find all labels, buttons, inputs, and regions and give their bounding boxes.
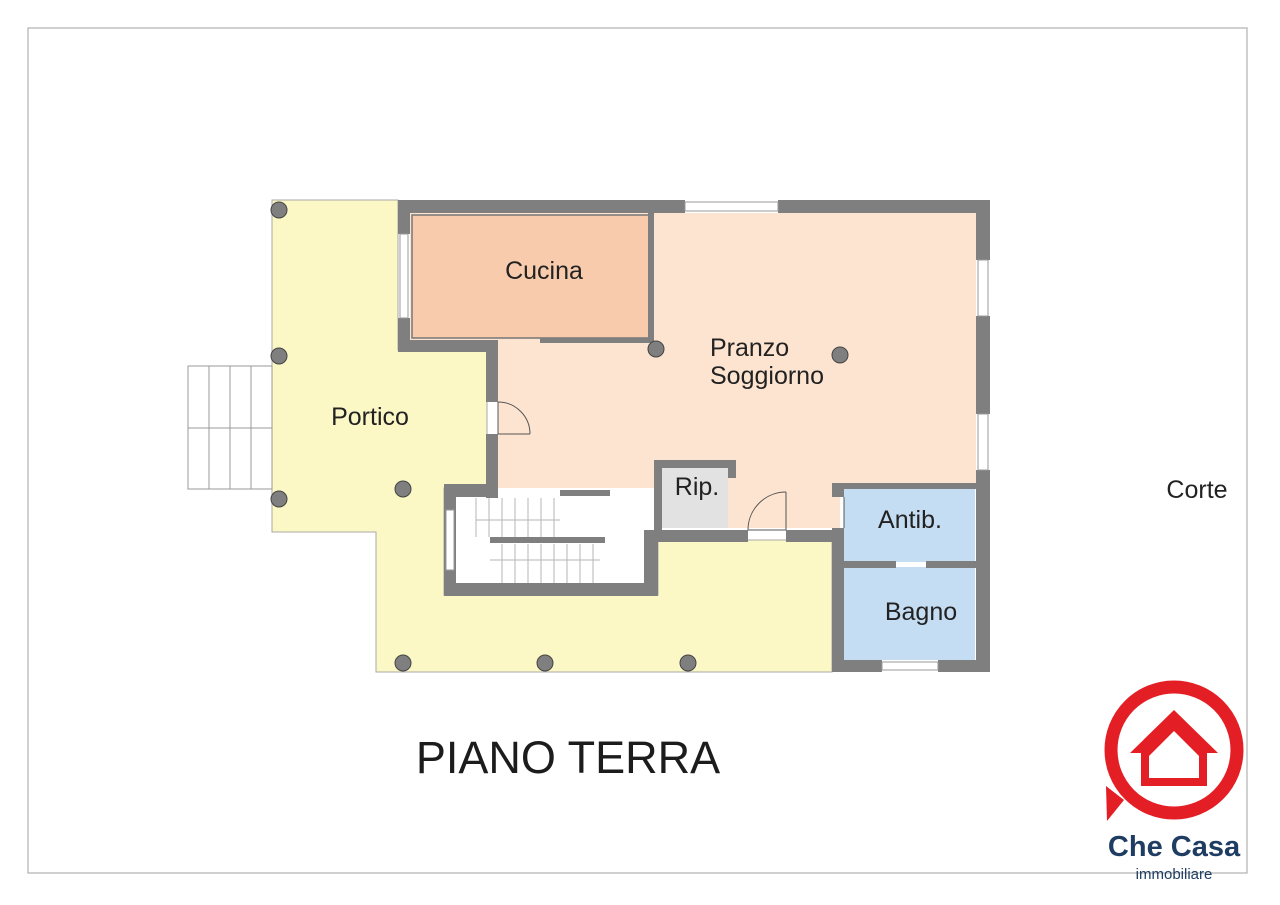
label-cucina: Cucina: [505, 257, 583, 285]
column: [270, 201, 288, 219]
label-portico: Portico: [331, 403, 409, 431]
che-casa-logo: Che Casa immobiliare: [1104, 680, 1244, 883]
logo-speech-tail: [1106, 786, 1124, 821]
column: [679, 654, 697, 672]
column: [394, 654, 412, 672]
floor-title: PIANO TERRA: [416, 732, 720, 783]
interior-stairs: [475, 498, 600, 583]
column: [647, 340, 665, 358]
windows: [399, 201, 989, 671]
label-bagno: Bagno: [885, 598, 957, 626]
column: [394, 480, 412, 498]
label-ripostiglio: Rip.: [675, 473, 719, 501]
column: [270, 490, 288, 508]
room-cucina: [411, 214, 651, 339]
label-corte: Corte: [1166, 476, 1227, 504]
stair-divider: [490, 537, 605, 543]
doors: [497, 401, 845, 531]
logo-name: Che Casa: [1108, 831, 1241, 863]
label-antibagno: Antib.: [878, 506, 942, 534]
room-ripostiglio: [662, 466, 728, 528]
room-antibagno: [844, 488, 975, 562]
label-soggiorno: Soggiorno: [710, 362, 824, 390]
drawing-frame: [27, 27, 1248, 874]
columns: [270, 201, 849, 672]
column: [270, 347, 288, 365]
logo-subtitle: immobiliare: [1136, 866, 1213, 883]
exterior-stairs: [187, 365, 273, 490]
label-pranzo: Pranzo: [710, 334, 789, 362]
room-bagno: [844, 567, 975, 660]
walls: [398, 200, 990, 672]
column: [831, 346, 849, 364]
column: [536, 654, 554, 672]
